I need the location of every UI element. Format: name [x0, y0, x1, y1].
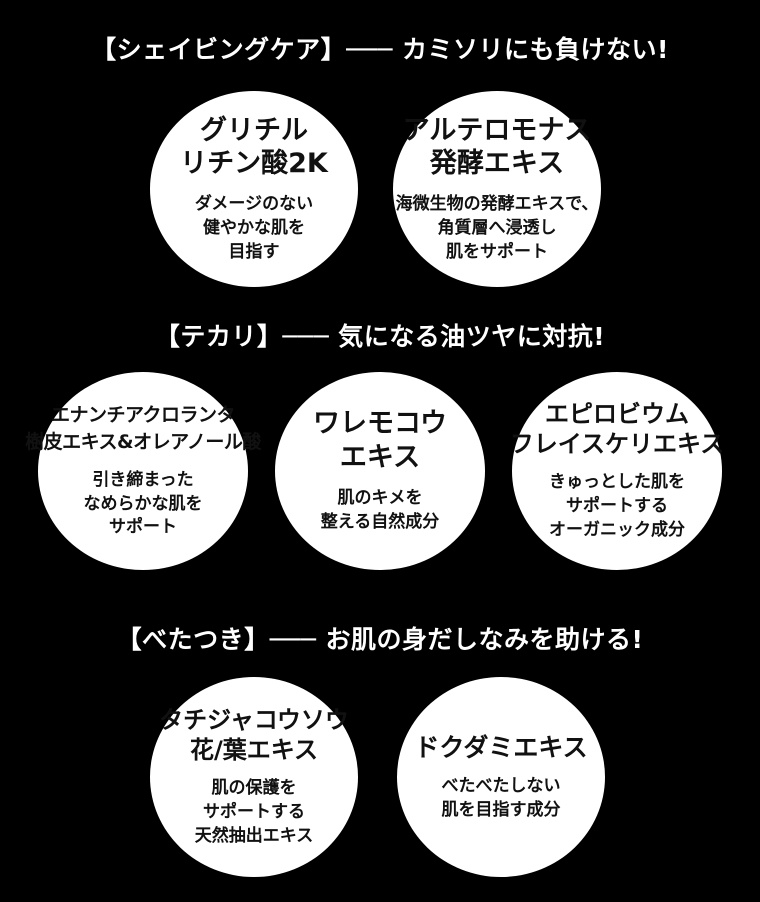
- section-heading-shaving-care: 【シェイビングケア】─── カミソリにも負けない!: [91, 35, 669, 64]
- ingredient-desc-line: べたべたしない: [441, 775, 561, 796]
- ingredient-desc-line: オーガニック成分: [549, 519, 685, 540]
- ingredient-desc-line: 肌を目指す成分: [441, 799, 561, 820]
- ingredient-name: ワレモコウ エキス: [313, 407, 447, 475]
- ingredient-name: グリチル リチン酸2K: [180, 114, 328, 182]
- ingredient-name-line: リチン酸2K: [180, 148, 328, 180]
- ingredient-circle-burnet: ワレモコウ エキス 肌のキメを 整える自然成分: [275, 372, 485, 570]
- ingredient-desc-line: 引き締まった: [92, 469, 194, 490]
- ingredient-description: 肌の保護を サポートする 天然抽出エキス: [195, 777, 314, 848]
- ingredient-desc-line: 肌をサポート: [446, 241, 548, 262]
- ingredient-desc-line: なめらかな肌を: [83, 493, 203, 514]
- ingredient-name-line: ワレモコウ: [313, 408, 447, 440]
- ingredient-circle-thyme: タチジャコウソウ 花/葉エキス 肌の保護を サポートする 天然抽出エキス: [150, 677, 358, 877]
- ingredient-desc-line: 整える自然成分: [320, 511, 440, 532]
- ingredient-name-line: 発酵エキス: [429, 148, 565, 180]
- ingredient-name: アルテロモナス 発酵エキス: [403, 114, 592, 182]
- ingredient-description: べたべたしない 肌を目指す成分: [442, 775, 561, 823]
- section-heading-shine: 【テカリ】─── 気になる油ツヤに対抗!: [154, 322, 606, 351]
- ingredient-desc-line: きゅっとした肌を: [549, 472, 685, 493]
- ingredient-desc-line: 肌の保護を: [211, 778, 297, 799]
- ingredient-name: タチジャコウソウ 花/葉エキス: [159, 705, 349, 765]
- ingredient-desc-line: ダメージのない: [194, 194, 314, 215]
- ingredient-name-line: エピロビウム: [545, 400, 689, 429]
- ingredient-circle-enantia-chlorantha: エナンチアクロランタ 樹皮エキス&オレアノール酸 引き締まった なめらかな肌を …: [25, 372, 261, 570]
- ingredient-name-line: 樹皮エキス&オレアノール酸: [25, 431, 261, 454]
- ingredient-desc-line: サポートする: [203, 802, 305, 823]
- ingredient-name-line: ドクダミエキス: [414, 732, 588, 762]
- ingredient-name: エピロビウム フレイスケリエキス: [510, 399, 725, 459]
- ingredient-name: ドクダミエキス: [414, 732, 587, 763]
- section-heading-stickiness: 【べたつき】─── お肌の身だしなみを助ける!: [116, 625, 644, 654]
- ingredient-name-line: タチジャコウソウ: [159, 706, 349, 735]
- ingredient-description: 肌のキメを 整える自然成分: [321, 487, 440, 535]
- ingredient-desc-line: 海微生物の発酵エキスで、: [395, 194, 599, 215]
- ingredient-circle-alteromonas: アルテロモナス 発酵エキス 海微生物の発酵エキスで、 角質層へ浸透し 肌をサポー…: [393, 91, 601, 287]
- ingredient-description: 引き締まった なめらかな肌を サポート: [84, 469, 203, 540]
- ingredient-desc-line: 肌のキメを: [337, 487, 423, 508]
- ingredient-circle-glycyrrhizinate: グリチル リチン酸2K ダメージのない 健やかな肌を 目指す: [150, 91, 358, 287]
- ingredient-circle-dokudami: ドクダミエキス べたべたしない 肌を目指す成分: [397, 677, 605, 877]
- ingredient-description: 海微生物の発酵エキスで、 角質層へ浸透し 肌をサポート: [396, 193, 599, 264]
- ingredient-desc-line: 目指す: [228, 241, 280, 262]
- ingredient-desc-line: 天然抽出エキス: [194, 825, 314, 846]
- ingredient-name-line: グリチル: [200, 114, 308, 146]
- ingredient-desc-line: サポート: [109, 517, 177, 538]
- ingredient-description: ダメージのない 健やかな肌を 目指す: [195, 193, 313, 264]
- ingredient-name-line: 花/葉エキス: [189, 736, 319, 765]
- ingredient-desc-line: サポートする: [566, 496, 668, 517]
- ingredient-name-line: エキス: [339, 442, 421, 474]
- ingredient-description: きゅっとした肌を サポートする オーガニック成分: [549, 471, 685, 542]
- ingredient-name-line: エナンチアクロランタ: [50, 403, 236, 426]
- ingredient-desc-line: 健やかな肌を: [203, 217, 305, 238]
- ingredient-name-line: アルテロモナス: [402, 114, 592, 146]
- ingredient-name: エナンチアクロランタ 樹皮エキス&オレアノール酸: [25, 402, 261, 457]
- ingredient-name-line: フレイスケリエキス: [509, 430, 725, 459]
- ingredient-desc-line: 角質層へ浸透し: [437, 217, 557, 238]
- ingredient-circle-epilobium: エピロビウム フレイスケリエキス きゅっとした肌を サポートする オーガニック成…: [510, 372, 725, 570]
